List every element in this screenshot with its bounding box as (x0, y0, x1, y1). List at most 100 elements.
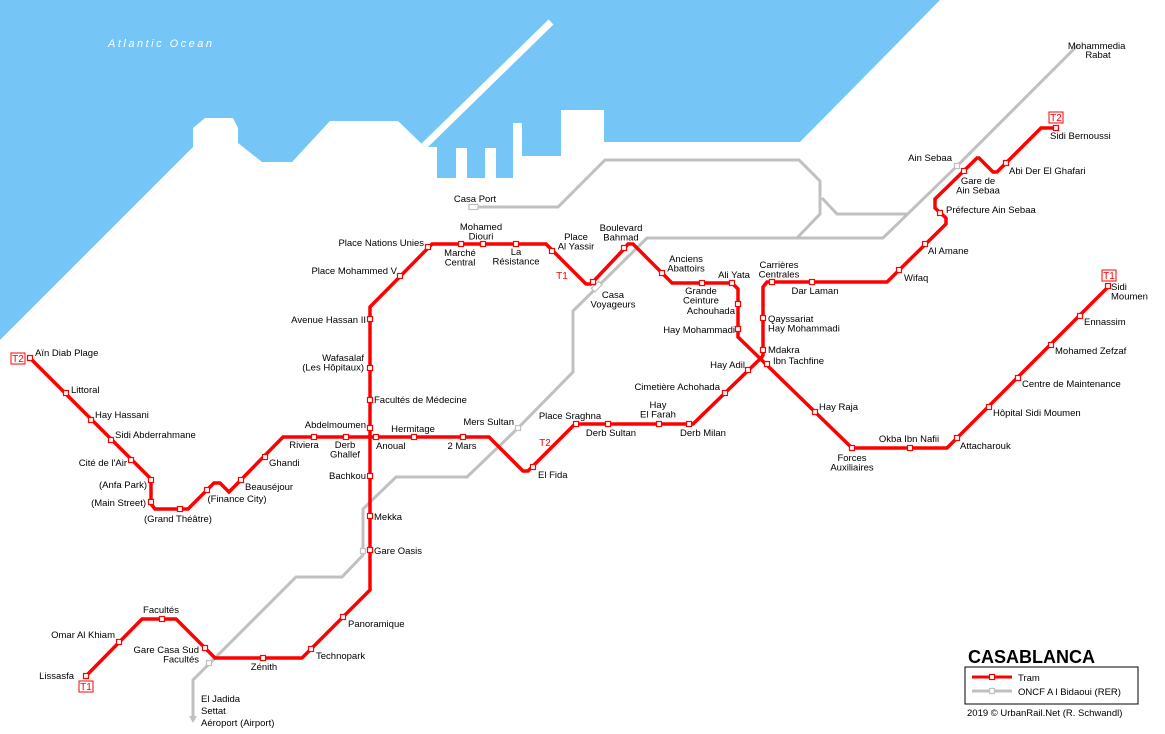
t1-station-marker[interactable] (512, 240, 520, 248)
t1-station-marker[interactable] (115, 638, 123, 646)
t2-station-marker[interactable] (759, 314, 767, 322)
svg-text:T1: T1 (1103, 271, 1115, 282)
t1-station-marker[interactable] (811, 408, 819, 416)
t1-station-marker[interactable] (953, 434, 961, 442)
t1-station-marker[interactable] (906, 444, 914, 452)
t1-station-marker[interactable] (548, 247, 556, 255)
rer-station-marker[interactable] (205, 659, 213, 667)
t2-station-marker[interactable] (960, 167, 968, 175)
t1-station-label: Panoramique (348, 619, 405, 630)
t2-station-marker[interactable] (176, 505, 184, 513)
t2-station-marker[interactable] (459, 433, 467, 441)
t1-station-marker[interactable] (339, 613, 347, 621)
t2-station-marker[interactable] (1002, 159, 1010, 167)
t1-station-label: Place Mohammed V (311, 266, 397, 277)
t2-station-marker[interactable] (759, 346, 767, 354)
t2-station-label: Cité de l'Air (79, 458, 127, 469)
t2-station-marker[interactable] (685, 420, 693, 428)
t1-station-marker[interactable] (1047, 341, 1055, 349)
t1-station-marker[interactable] (366, 396, 374, 404)
t2-station-marker[interactable] (895, 266, 903, 274)
t1-station-label: Achouhada (687, 306, 736, 317)
t2-station-marker[interactable] (744, 366, 752, 374)
t2-station-marker[interactable] (147, 476, 155, 484)
t2-station-marker[interactable] (107, 436, 115, 444)
t1-station-marker[interactable] (366, 424, 374, 432)
rer-port-line[interactable] (478, 158, 822, 240)
t1-station-marker[interactable] (424, 243, 432, 251)
t2-station-label: Place Sraghna (539, 411, 602, 422)
t2-station-marker[interactable] (721, 389, 729, 397)
t1-station-label: Ali Yata (718, 270, 751, 281)
t2-station-marker[interactable] (310, 433, 318, 441)
t1-station-marker[interactable] (201, 644, 209, 652)
t1-station-label: Mekka (374, 512, 403, 523)
t2-station-marker[interactable] (26, 354, 34, 362)
t1-station-marker[interactable] (307, 645, 315, 653)
t1-station-marker[interactable] (985, 403, 993, 411)
t2-station-label: Abi Der El Ghafari (1009, 166, 1086, 177)
t2-station-marker[interactable] (768, 278, 776, 286)
t1-station-marker[interactable] (158, 615, 166, 623)
t1-station-marker[interactable] (1104, 282, 1112, 290)
t2-station-marker[interactable] (203, 486, 211, 494)
t2-station-marker[interactable] (410, 433, 418, 441)
t2-station-marker[interactable] (261, 453, 269, 461)
rer-connector-line[interactable] (820, 196, 907, 216)
t2-station-marker[interactable] (655, 420, 663, 428)
t2-station-label: El Fida (538, 470, 568, 481)
t2-station-marker[interactable] (372, 433, 380, 441)
t2-station-marker[interactable] (87, 416, 95, 424)
t1-station-marker[interactable] (457, 240, 465, 248)
t1-station-marker[interactable] (366, 546, 374, 554)
t2-station-label: Hay Adil (710, 360, 745, 371)
t1-station-marker[interactable] (259, 654, 267, 662)
t2-station-label: Riviera (289, 440, 319, 451)
t2-station-marker[interactable] (62, 389, 70, 397)
rer-main-line[interactable] (191, 43, 1080, 718)
t2-station-marker[interactable] (529, 463, 537, 471)
rer-station-marker[interactable] (514, 424, 522, 432)
t1-station-marker[interactable] (658, 269, 666, 277)
t1-station-marker[interactable] (82, 672, 90, 680)
t2-station-marker[interactable] (127, 456, 135, 464)
t1-station-marker[interactable] (479, 240, 487, 248)
jetty (421, 19, 554, 149)
t1-station-marker[interactable] (589, 278, 597, 286)
t1-station-marker[interactable] (396, 272, 404, 280)
t1-station-marker[interactable] (1014, 374, 1022, 382)
t1-station-marker[interactable] (734, 300, 742, 308)
t1-station-marker[interactable] (848, 444, 856, 452)
ocean-label: Atlantic Ocean (107, 38, 215, 50)
t2-station-marker[interactable] (808, 278, 816, 286)
t1-station-marker[interactable] (1076, 312, 1084, 320)
t2-station-label: Cimetière Achohada (634, 382, 720, 393)
t2-station-marker[interactable] (342, 433, 350, 441)
t2-station-marker[interactable] (572, 420, 580, 428)
t1-station-marker[interactable] (366, 512, 374, 520)
t1-station-marker[interactable] (698, 279, 706, 287)
t2-station-marker[interactable] (604, 420, 612, 428)
t2-station-marker[interactable] (147, 498, 155, 506)
t2-station-marker[interactable] (921, 240, 929, 248)
t1-station-marker[interactable] (366, 364, 374, 372)
rer-station-marker[interactable] (468, 203, 479, 211)
t1-station-marker[interactable] (366, 472, 374, 480)
t2-station-marker[interactable] (936, 209, 944, 217)
t2-station-marker[interactable] (1052, 124, 1060, 132)
t1-station-marker[interactable] (620, 244, 628, 252)
rer-station-marker[interactable] (359, 547, 367, 555)
t1-station-marker[interactable] (728, 279, 736, 287)
t1-station-marker[interactable] (763, 360, 771, 368)
t2-station-marker[interactable] (237, 476, 245, 484)
t1-station-marker[interactable] (366, 315, 374, 323)
t2-tram-line[interactable] (28, 126, 1056, 511)
rer-station-marker[interactable] (953, 162, 961, 170)
t1-station-marker[interactable] (734, 325, 742, 333)
t1-station-label: Wafasalaf(Les Hôpitaux) (302, 353, 364, 374)
